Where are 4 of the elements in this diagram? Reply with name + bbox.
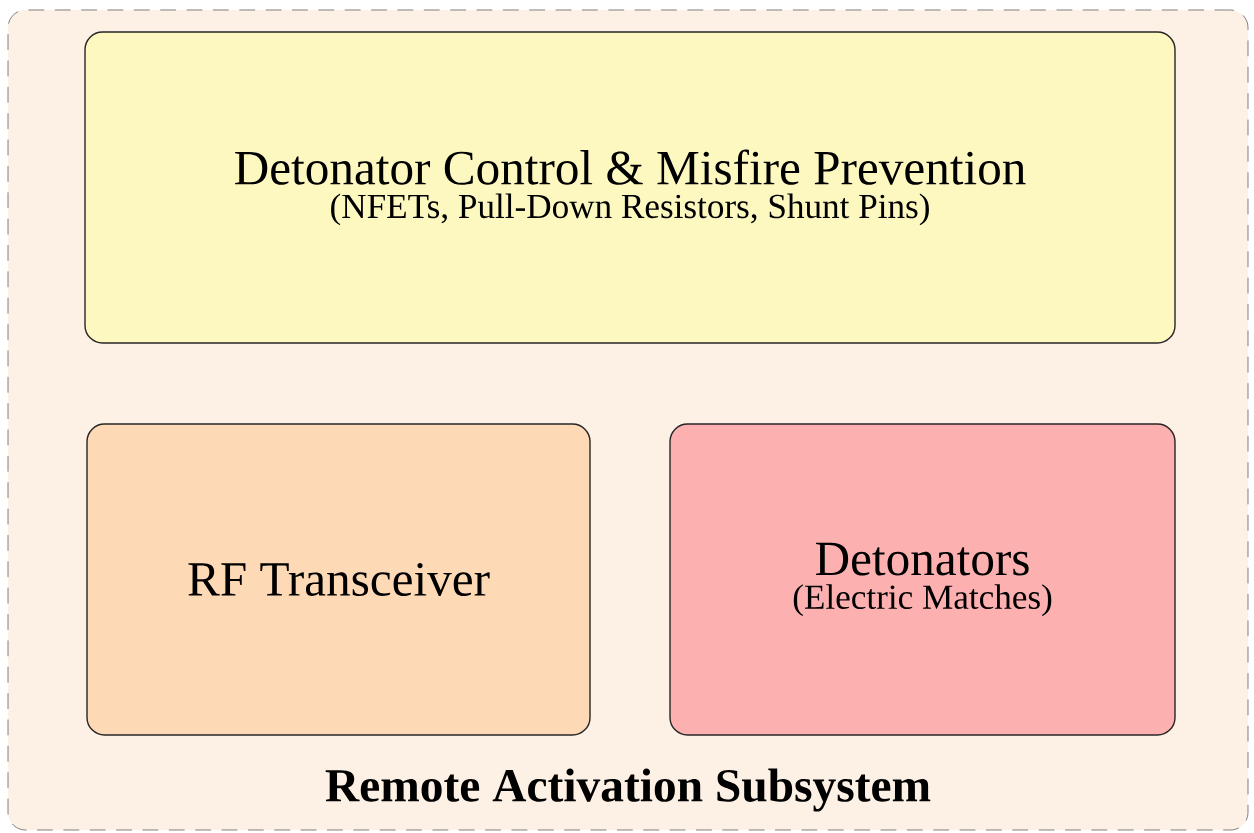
subsystem-title: Remote Activation Subsystem	[325, 768, 931, 812]
component-box: Detonators (Electric Matches)	[669, 423, 1176, 736]
component-box: Detonator Control & Misfire Prevention (NFETs, Pull-Down Resistors, Shunt Pins)	[84, 31, 1176, 344]
component-box: RF Transceiver	[86, 423, 591, 736]
